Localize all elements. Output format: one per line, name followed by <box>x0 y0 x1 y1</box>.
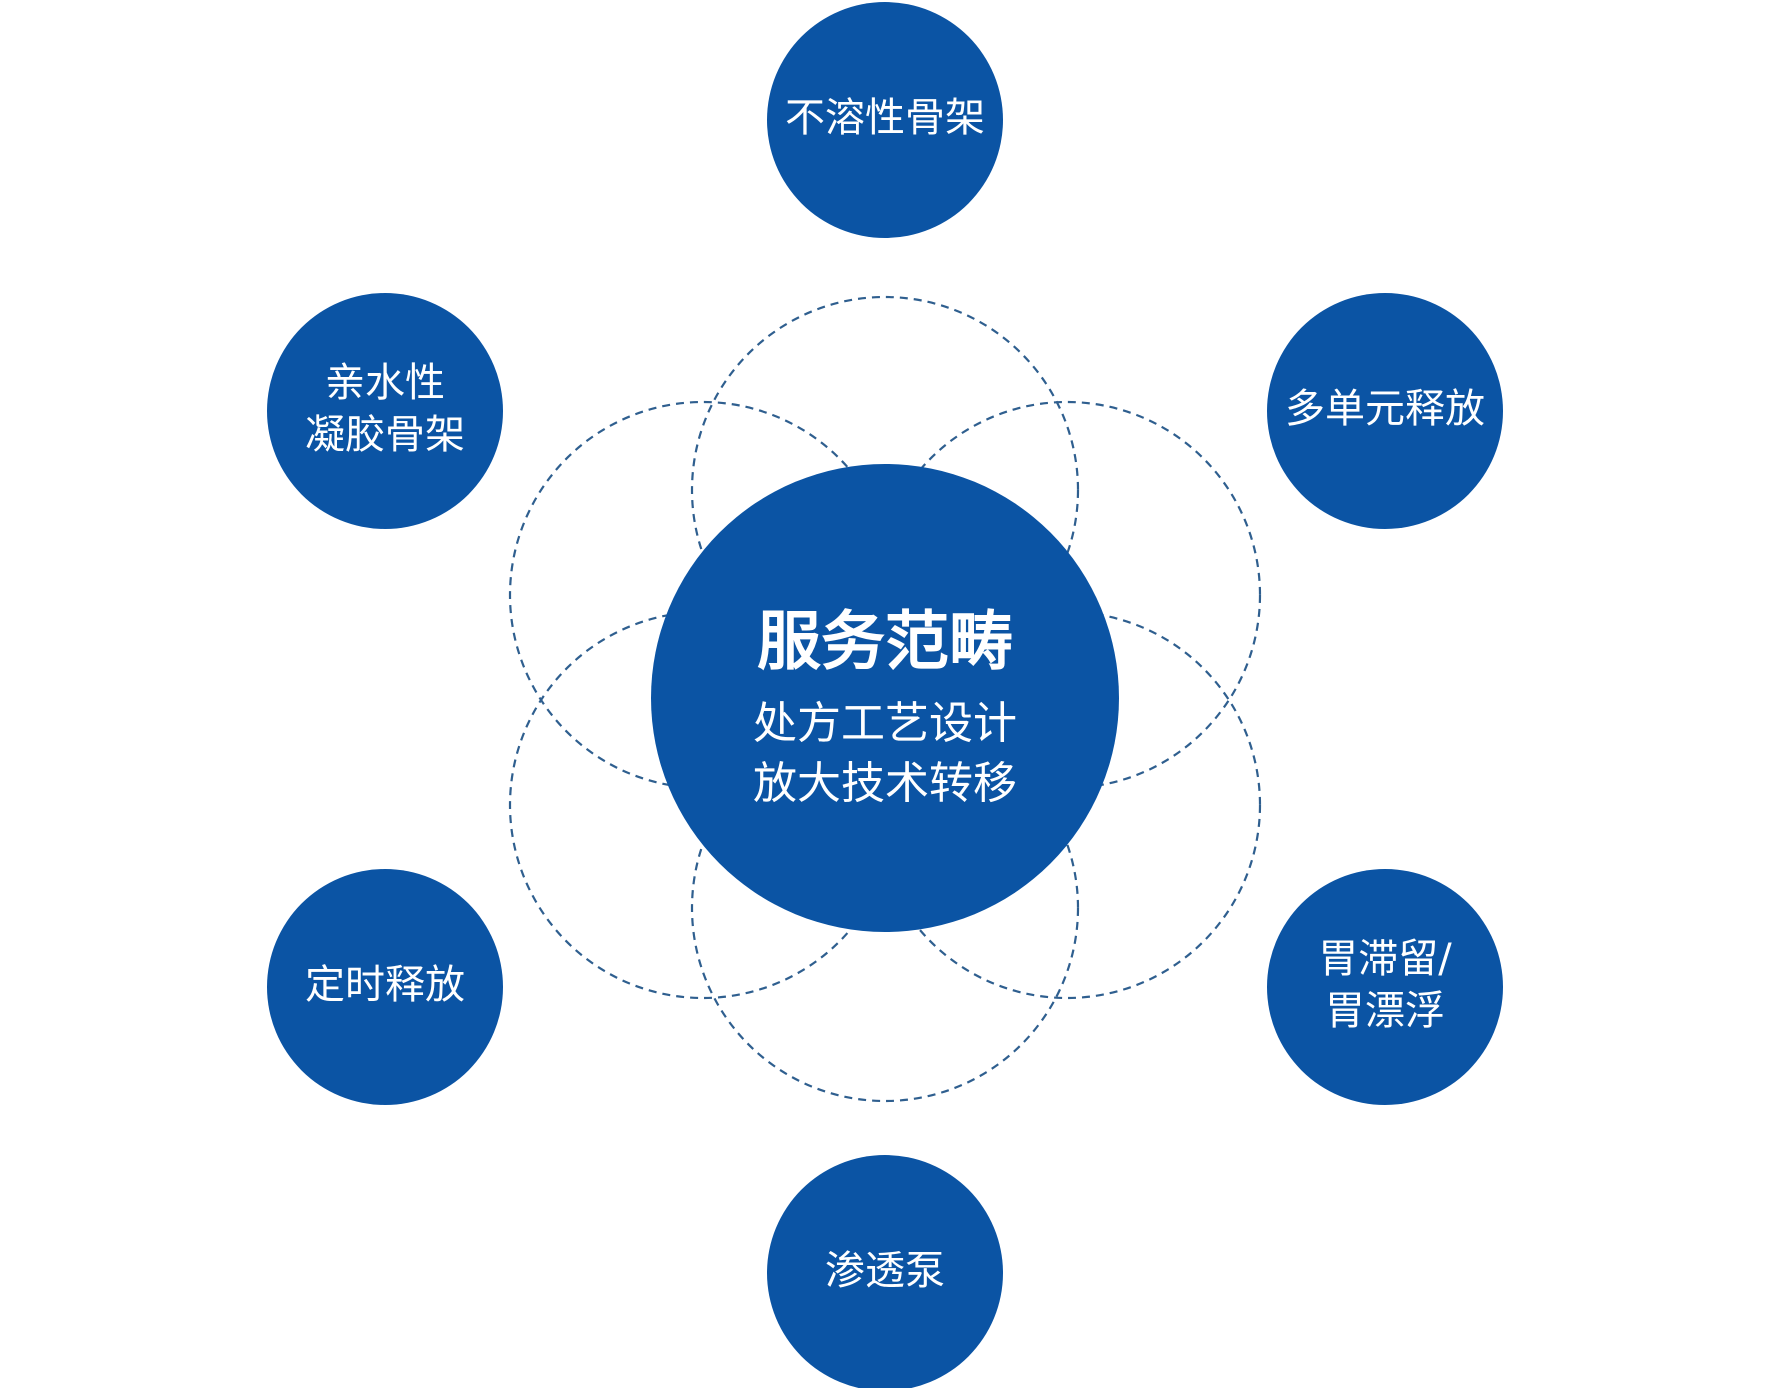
node-label-lower-right-line-2: 胃漂浮 <box>1325 988 1445 1034</box>
node-lower-right: 胃滞留/胃漂浮 <box>1267 869 1503 1105</box>
node-label-bottom-line-1: 渗透泵 <box>825 1248 945 1294</box>
center-node: 服务范畴 处方工艺设计 放大技术转移 <box>651 464 1119 932</box>
dashed-ring-4 <box>690 713 1080 1103</box>
node-label-lower-right-line-1: 胃滞留/ <box>1318 936 1452 982</box>
node-circle-upper-right <box>1267 293 1503 529</box>
node-label-top-line-1: 不溶性骨架 <box>785 95 985 141</box>
node-label-upper-left-line-1: 亲水性 <box>325 360 445 406</box>
node-circle-upper-left <box>267 293 503 529</box>
node-label-lower-left-line-1: 定时释放 <box>305 962 465 1008</box>
node-circle-top <box>767 2 1003 238</box>
center-line-process-design: 处方工艺设计 <box>753 698 1017 749</box>
node-bottom: 渗透泵 <box>767 1155 1003 1388</box>
center-line-scale-up-transfer: 放大技术转移 <box>753 758 1017 809</box>
node-lower-left: 定时释放 <box>267 869 503 1105</box>
node-circle-bottom <box>767 1155 1003 1388</box>
node-upper-right: 多单元释放 <box>1267 293 1503 529</box>
center-title: 服务范畴 <box>757 606 1013 680</box>
dashed-ring-1 <box>690 295 1080 685</box>
node-circle-lower-left <box>267 869 503 1105</box>
node-label-upper-right-line-1: 多单元释放 <box>1285 386 1485 432</box>
node-circle-lower-right <box>1267 869 1503 1105</box>
center-circle <box>651 464 1119 932</box>
node-label-upper-left-line-2: 凝胶骨架 <box>305 412 465 458</box>
node-top: 不溶性骨架 <box>767 2 1003 238</box>
